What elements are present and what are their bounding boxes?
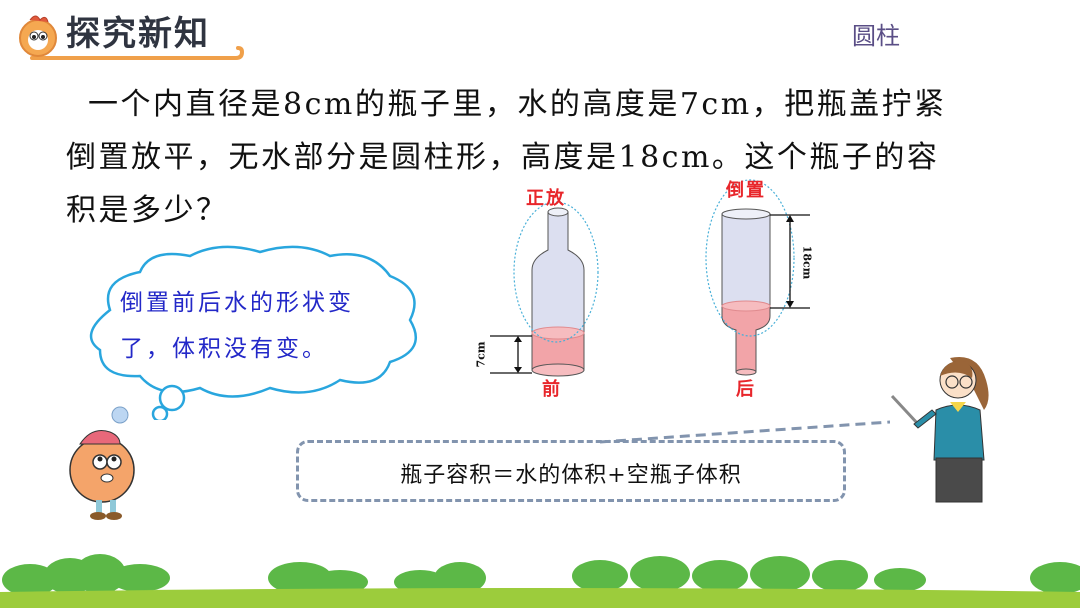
thought-line-1: 倒置前后水的形状变 bbox=[120, 290, 354, 316]
thought-bubble-text: 倒置前后水的形状变 了，体积没有变。 bbox=[120, 280, 410, 372]
formula-text: 瓶子容积＝水的体积+空瓶子体积 bbox=[400, 463, 742, 488]
thought-cloud-icon bbox=[89, 245, 418, 420]
upright-bottle bbox=[490, 201, 599, 377]
water-height-label: 7cm bbox=[474, 341, 488, 368]
thought-line-2: 了，体积没有变。 bbox=[120, 336, 328, 362]
before-caption: 前 bbox=[542, 379, 562, 400]
kid-character-icon bbox=[69, 406, 135, 520]
question-line-3: 积是多少？ bbox=[66, 193, 229, 228]
question-line-1: 一个内直径是8cm的瓶子里，水的高度是7cm，把瓶盖拧紧 bbox=[88, 87, 947, 122]
grass-decoration-icon bbox=[0, 554, 1080, 608]
topic-label: 圆柱 bbox=[852, 22, 900, 50]
section-badge-icon bbox=[19, 15, 244, 60]
after-caption: 后 bbox=[736, 379, 756, 400]
empty-height-label: 18cm bbox=[800, 245, 814, 280]
formula-box: 瓶子容积＝水的体积+空瓶子体积 bbox=[296, 440, 846, 502]
upright-label: 正放 bbox=[526, 188, 566, 209]
question-line-2: 倒置放平，无水部分是圆柱形，高度是18cm。这个瓶子的容 bbox=[66, 140, 940, 175]
inverted-bottle bbox=[705, 179, 810, 376]
bottle-diagram: 正放 前 7cm 倒置 后 18cm bbox=[460, 170, 840, 410]
question-text: 一个内直径是8cm的瓶子里，水的高度是7cm，把瓶盖拧紧 倒置放平，无水部分是圆… bbox=[66, 78, 1016, 237]
bottle-illustration bbox=[490, 179, 810, 377]
inverted-label: 倒置 bbox=[726, 180, 766, 201]
teacher-character-icon bbox=[890, 356, 989, 503]
pointer-line bbox=[600, 420, 890, 444]
page-title: 探究新知 bbox=[66, 14, 210, 54]
